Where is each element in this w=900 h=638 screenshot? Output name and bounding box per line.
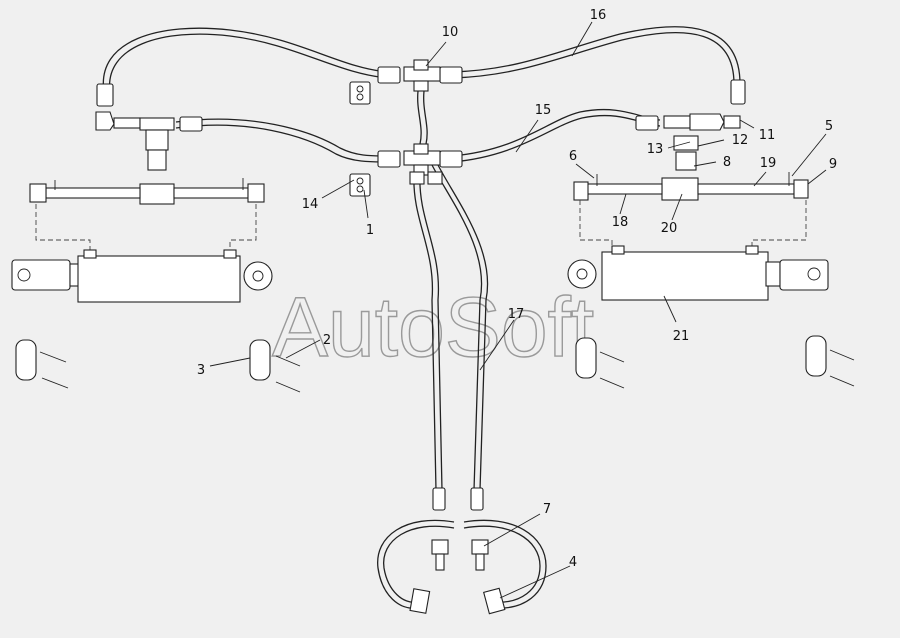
- left-hydraulic-cylinder: [11, 249, 273, 303]
- callout-18: 18: [612, 215, 629, 230]
- callout-7: 7: [543, 502, 551, 517]
- callout-3: 3: [197, 363, 205, 378]
- callout-8: 8: [723, 155, 731, 170]
- callout-14: 14: [302, 197, 319, 212]
- upper-hose-assembly: [96, 26, 746, 107]
- callout-21: 21: [673, 329, 690, 344]
- bottom-hose-loops: [377, 519, 547, 615]
- tee-fitting-upper: [403, 59, 441, 92]
- hose-clamp-upper: [349, 81, 371, 105]
- vertical-hoses: [409, 164, 489, 511]
- pin-set-1: [15, 339, 69, 389]
- callout-20: 20: [661, 221, 678, 236]
- callout-9: 9: [829, 157, 837, 172]
- pin-set-4: [805, 335, 855, 387]
- callout-2: 2: [323, 333, 331, 348]
- callout-12: 12: [732, 133, 749, 148]
- right-hydraulic-cylinder: [567, 245, 829, 301]
- pin-set-2: [249, 339, 301, 393]
- callout-15: 15: [535, 103, 552, 118]
- lower-hose-assembly: [175, 108, 661, 168]
- hose-clamp-lower: [349, 173, 371, 197]
- callout-19: 19: [760, 156, 777, 171]
- callout-11: 11: [759, 128, 776, 143]
- callout-10: 10: [442, 25, 459, 40]
- callout-5: 5: [825, 119, 833, 134]
- callout-17: 17: [508, 307, 525, 322]
- pin-set-3: [575, 337, 625, 389]
- callout-16: 16: [590, 8, 607, 23]
- callout-labels: 1 2 3 4 5 6 7 8 9 10 11 12 13 14 15 16 1…: [197, 8, 837, 570]
- callout-13: 13: [647, 142, 664, 157]
- left-valve-assembly: [29, 111, 265, 205]
- leader-lines: [209, 21, 827, 599]
- tee-fitting-lower: [403, 143, 441, 176]
- callout-4: 4: [569, 555, 577, 570]
- right-valve-assembly: [573, 113, 809, 201]
- callout-1: 1: [366, 223, 374, 238]
- callout-6: 6: [569, 149, 577, 164]
